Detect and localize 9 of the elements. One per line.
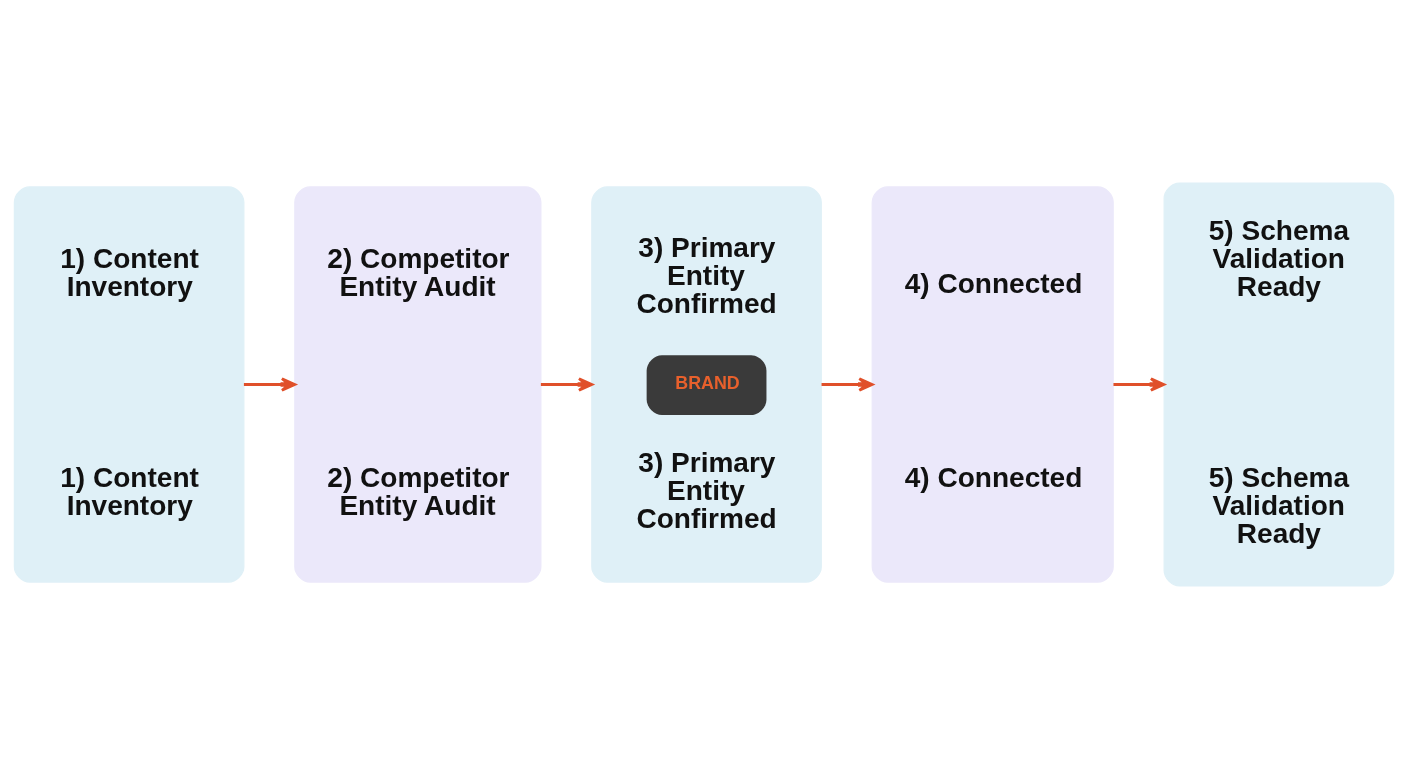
arrow	[243, 376, 297, 392]
arrow	[1113, 376, 1166, 392]
arrow	[540, 376, 594, 392]
arrow	[821, 376, 874, 392]
node-box: 2) Competitor Entity Audit 2) Competitor Entity Audit	[294, 185, 542, 583]
node-box: 1) Content Inventory 1) Content Inventory	[13, 185, 245, 583]
node-box: 4) Connected 4) Connected	[871, 185, 1114, 583]
node-box: 3) Primary Entity Confirmed BRAND 3) Primary Entity Confirmed	[591, 185, 822, 583]
node-box: 5) Schema Validation Ready 5) Schema Validation Ready	[1163, 181, 1395, 587]
